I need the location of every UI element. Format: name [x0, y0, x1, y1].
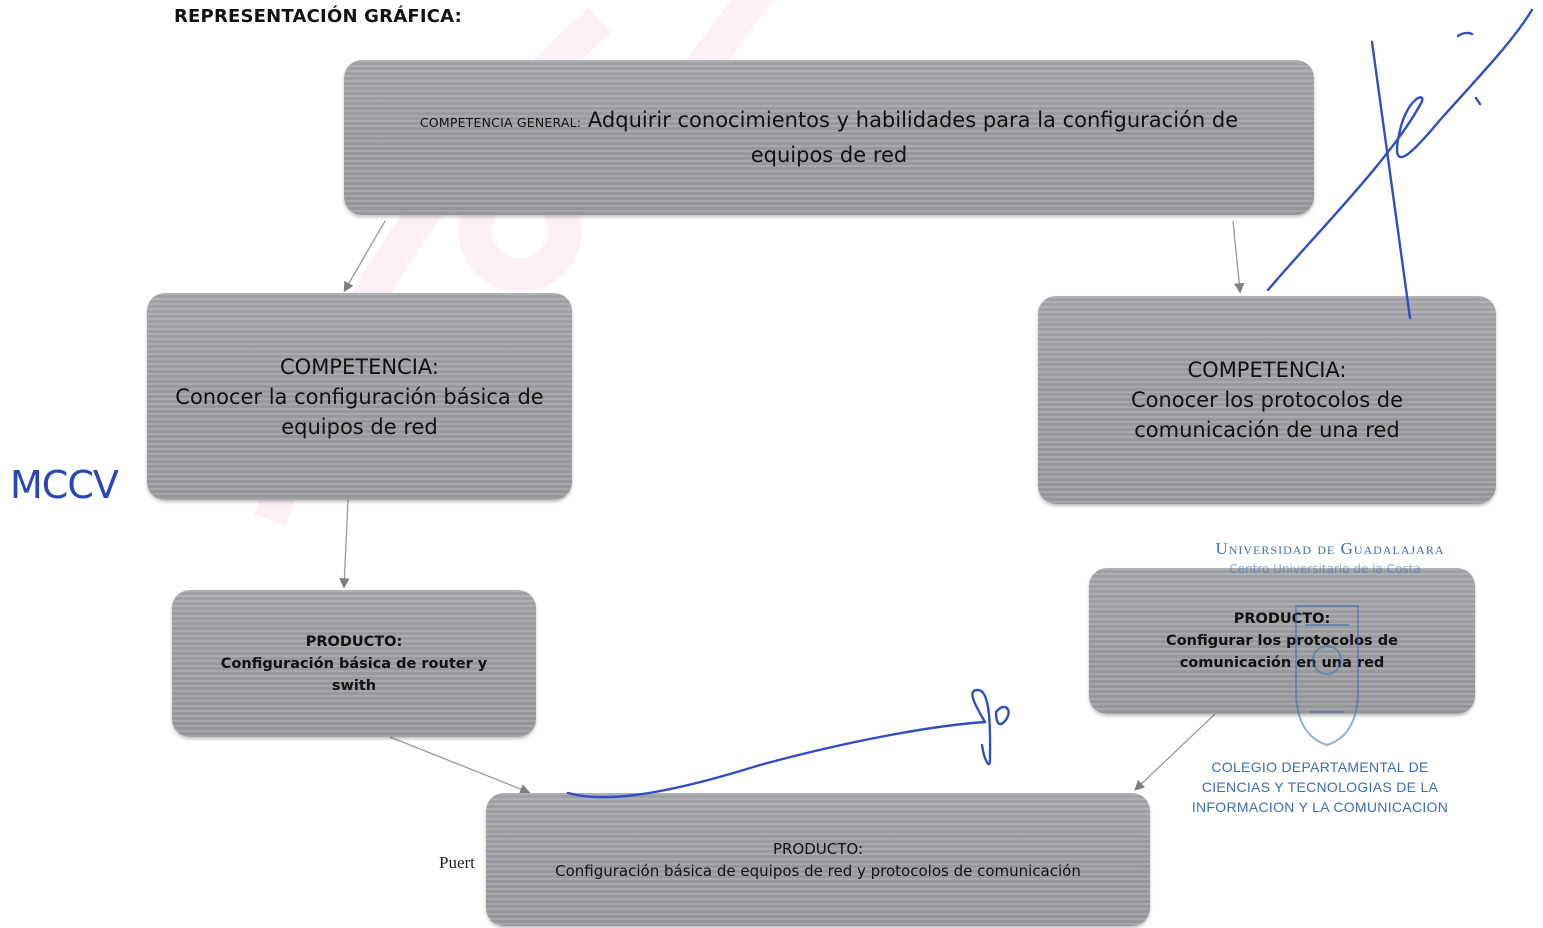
competencia-right-text: Conocer los protocolos de comunicación d… — [1130, 388, 1404, 442]
competencia-general-node: COMPETENCIA GENERAL: Adquirir conocimien… — [344, 60, 1314, 215]
connector-left-to-producto — [339, 499, 350, 589]
competencia-left-text: Conocer la configuración básica de equip… — [175, 384, 544, 439]
competencia-general-tag: COMPETENCIA GENERAL: — [419, 115, 582, 130]
competencia-left-node: COMPETENCIA: Conocer la configuración bá… — [147, 293, 572, 500]
producto-right-title: PRODUCTO: — [1233, 611, 1331, 627]
connector-general-to-right — [1232, 220, 1245, 294]
producto-final-text: Configuración básica de equipos de red y… — [555, 861, 1081, 880]
competencia-general-line1: COMPETENCIA GENERAL: Adquirir conocimien… — [420, 104, 1238, 139]
stamp-center: Centro Universitario de la Costa — [1229, 562, 1421, 576]
seal-emblem — [1295, 605, 1359, 747]
section-heading: REPRESENTACIÓN GRÁFICA: — [174, 6, 463, 27]
connector-general-to-left — [343, 220, 386, 293]
competencia-general-text-1: Adquirir conocimientos y habilidades par… — [587, 108, 1239, 132]
producto-final-title: PRODUCTO: — [772, 839, 864, 858]
stamp-college-line3: INFORMACION Y LA COMUNICACION — [1191, 799, 1449, 815]
partial-text: Puert — [439, 853, 475, 872]
stamp-college-line2: CIENCIAS Y TECNOLOGIAS DE LA — [1201, 779, 1439, 795]
competencia-left-title: COMPETENCIA: — [280, 354, 439, 379]
producto-left-node: PRODUCTO: Configuración básica de router… — [172, 590, 536, 737]
producto-right-text: Configurar los protocolos de comunicació… — [1166, 633, 1398, 671]
signature-top-right — [1266, 8, 1534, 320]
producto-left-text: Configuración básica de router y swith — [220, 655, 488, 694]
stamp-college: COLEGIO DEPARTAMENTAL DE CIENCIAS Y TECN… — [1150, 757, 1490, 817]
stamp-university: Universidad de Guadalajara — [1215, 539, 1445, 558]
stamp-college-line1: COLEGIO DEPARTAMENTAL DE — [1211, 759, 1429, 775]
producto-right-node: PRODUCTO: Configurar los protocolos de c… — [1089, 568, 1475, 714]
connector-producto-right-to-final — [1134, 713, 1216, 791]
competencia-general-text-2: equipos de red — [750, 143, 908, 167]
competencia-right-title: COMPETENCIA: — [1187, 358, 1347, 382]
competencia-right-node: COMPETENCIA: Conocer los protocolos de c… — [1038, 296, 1496, 504]
producto-left-title: PRODUCTO: — [305, 633, 403, 650]
signature-bottom — [566, 688, 1010, 799]
connector-producto-left-to-final — [389, 736, 531, 794]
handwritten-initials: MCCV — [10, 463, 119, 507]
producto-final-node: PRODUCTO: Configuración básica de equipo… — [486, 793, 1150, 926]
